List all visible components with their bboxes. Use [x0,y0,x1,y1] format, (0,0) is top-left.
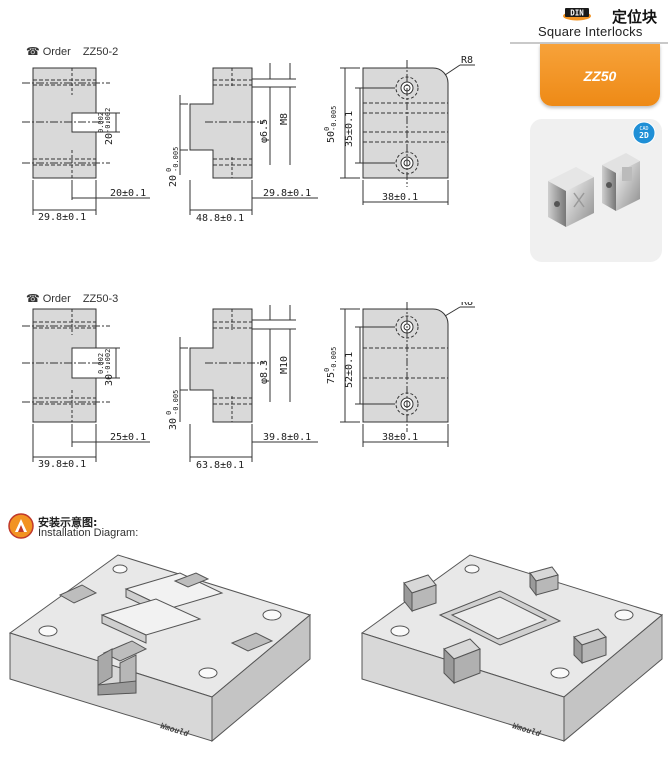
order-line-2: ☎Order ZZ50-3 [26,292,118,305]
order-code: ZZ50-2 [82,46,119,58]
header-divider [510,42,668,44]
dim-height-sub: -0.005 [330,347,338,372]
din-logo-text: DIN [570,9,584,18]
dim-hole-pitch: 35±0.1 [344,111,355,147]
brand-logo [8,513,34,539]
product-photo-card: CAD 2D [530,119,662,262]
dim-slot-sup: 0.002 [97,112,105,133]
dim-slot: 30 [104,374,115,386]
order-label: Order [42,46,71,58]
dim-thread: M10 [279,356,290,374]
dim-height-sub: -0.005 [330,106,338,131]
cad-badge-top: CAD [639,126,648,132]
cad-badge-main: 2D [639,131,649,140]
dim-step: 20±0.1 [110,188,146,199]
dim-side-sub: -0.005 [172,147,180,172]
order-label: Order [42,293,71,305]
phone-icon: ☎ [26,293,40,305]
dim-total: 63.8±0.1 [196,460,244,471]
dim-slot: 20 [104,133,115,145]
dim-side-height: 20 [168,175,179,187]
model-code: ZZ50 [583,68,617,84]
dim-height: 75 [326,372,337,384]
dim-side-length: 39.8±0.1 [263,432,311,443]
installation-title-en: Installation Diagram: [38,527,139,539]
dim-thread: M8 [279,113,290,125]
din-logo: DIN [563,8,591,21]
phone-icon: ☎ [26,46,40,58]
product-photo: CAD 2D [548,121,656,227]
dim-radius: R8 [461,302,473,308]
installation-diagram: Wmould Wmould [8,554,664,743]
dim-slot-sub: -0.002 [104,108,112,133]
dim-slot-sub: -0.002 [104,349,112,374]
dim-width: 38±0.1 [382,432,418,443]
dim-side-length: 29.8±0.1 [263,188,311,199]
drawing-zz50-2: 20 0.002 -0.002 20±0.1 29.8±0.1 20 0 -0.… [22,55,475,224]
dim-hole: φ6.5 [259,119,270,143]
order-line-1: ☎Order ZZ50-2 [26,45,118,58]
dim-radius: R8 [461,55,473,66]
dim-height: 50 [326,131,337,143]
drawing-zz50-3: 30 0.002 -0.002 25±0.1 39.8±0.1 30 0 -0.… [22,302,475,471]
dim-height-sup: 0 [323,127,331,131]
dim-slot-sup: 0.002 [97,353,105,374]
dim-height-sup: 0 [323,368,331,372]
dim-length: 29.8±0.1 [38,212,86,223]
dim-hole: φ8.3 [259,360,270,384]
dim-hole-pitch: 52±0.1 [344,352,355,388]
dim-side-sup: 0 [165,168,173,172]
dim-length: 39.8±0.1 [38,459,86,470]
dim-side-height: 30 [168,418,179,430]
dim-side-sub: -0.005 [172,390,180,415]
page-title-cn: 定位块 [612,8,658,26]
installation-title-cn: 安装示意图: [38,516,98,529]
dim-width: 38±0.1 [382,192,418,203]
order-code: ZZ50-3 [82,293,119,305]
dim-total: 48.8±0.1 [196,213,244,224]
dim-step: 25±0.1 [110,432,146,443]
page-title-en: Square Interlocks [538,24,643,39]
dim-side-sup: 0 [165,411,173,415]
model-tab: ZZ50 [540,44,660,106]
